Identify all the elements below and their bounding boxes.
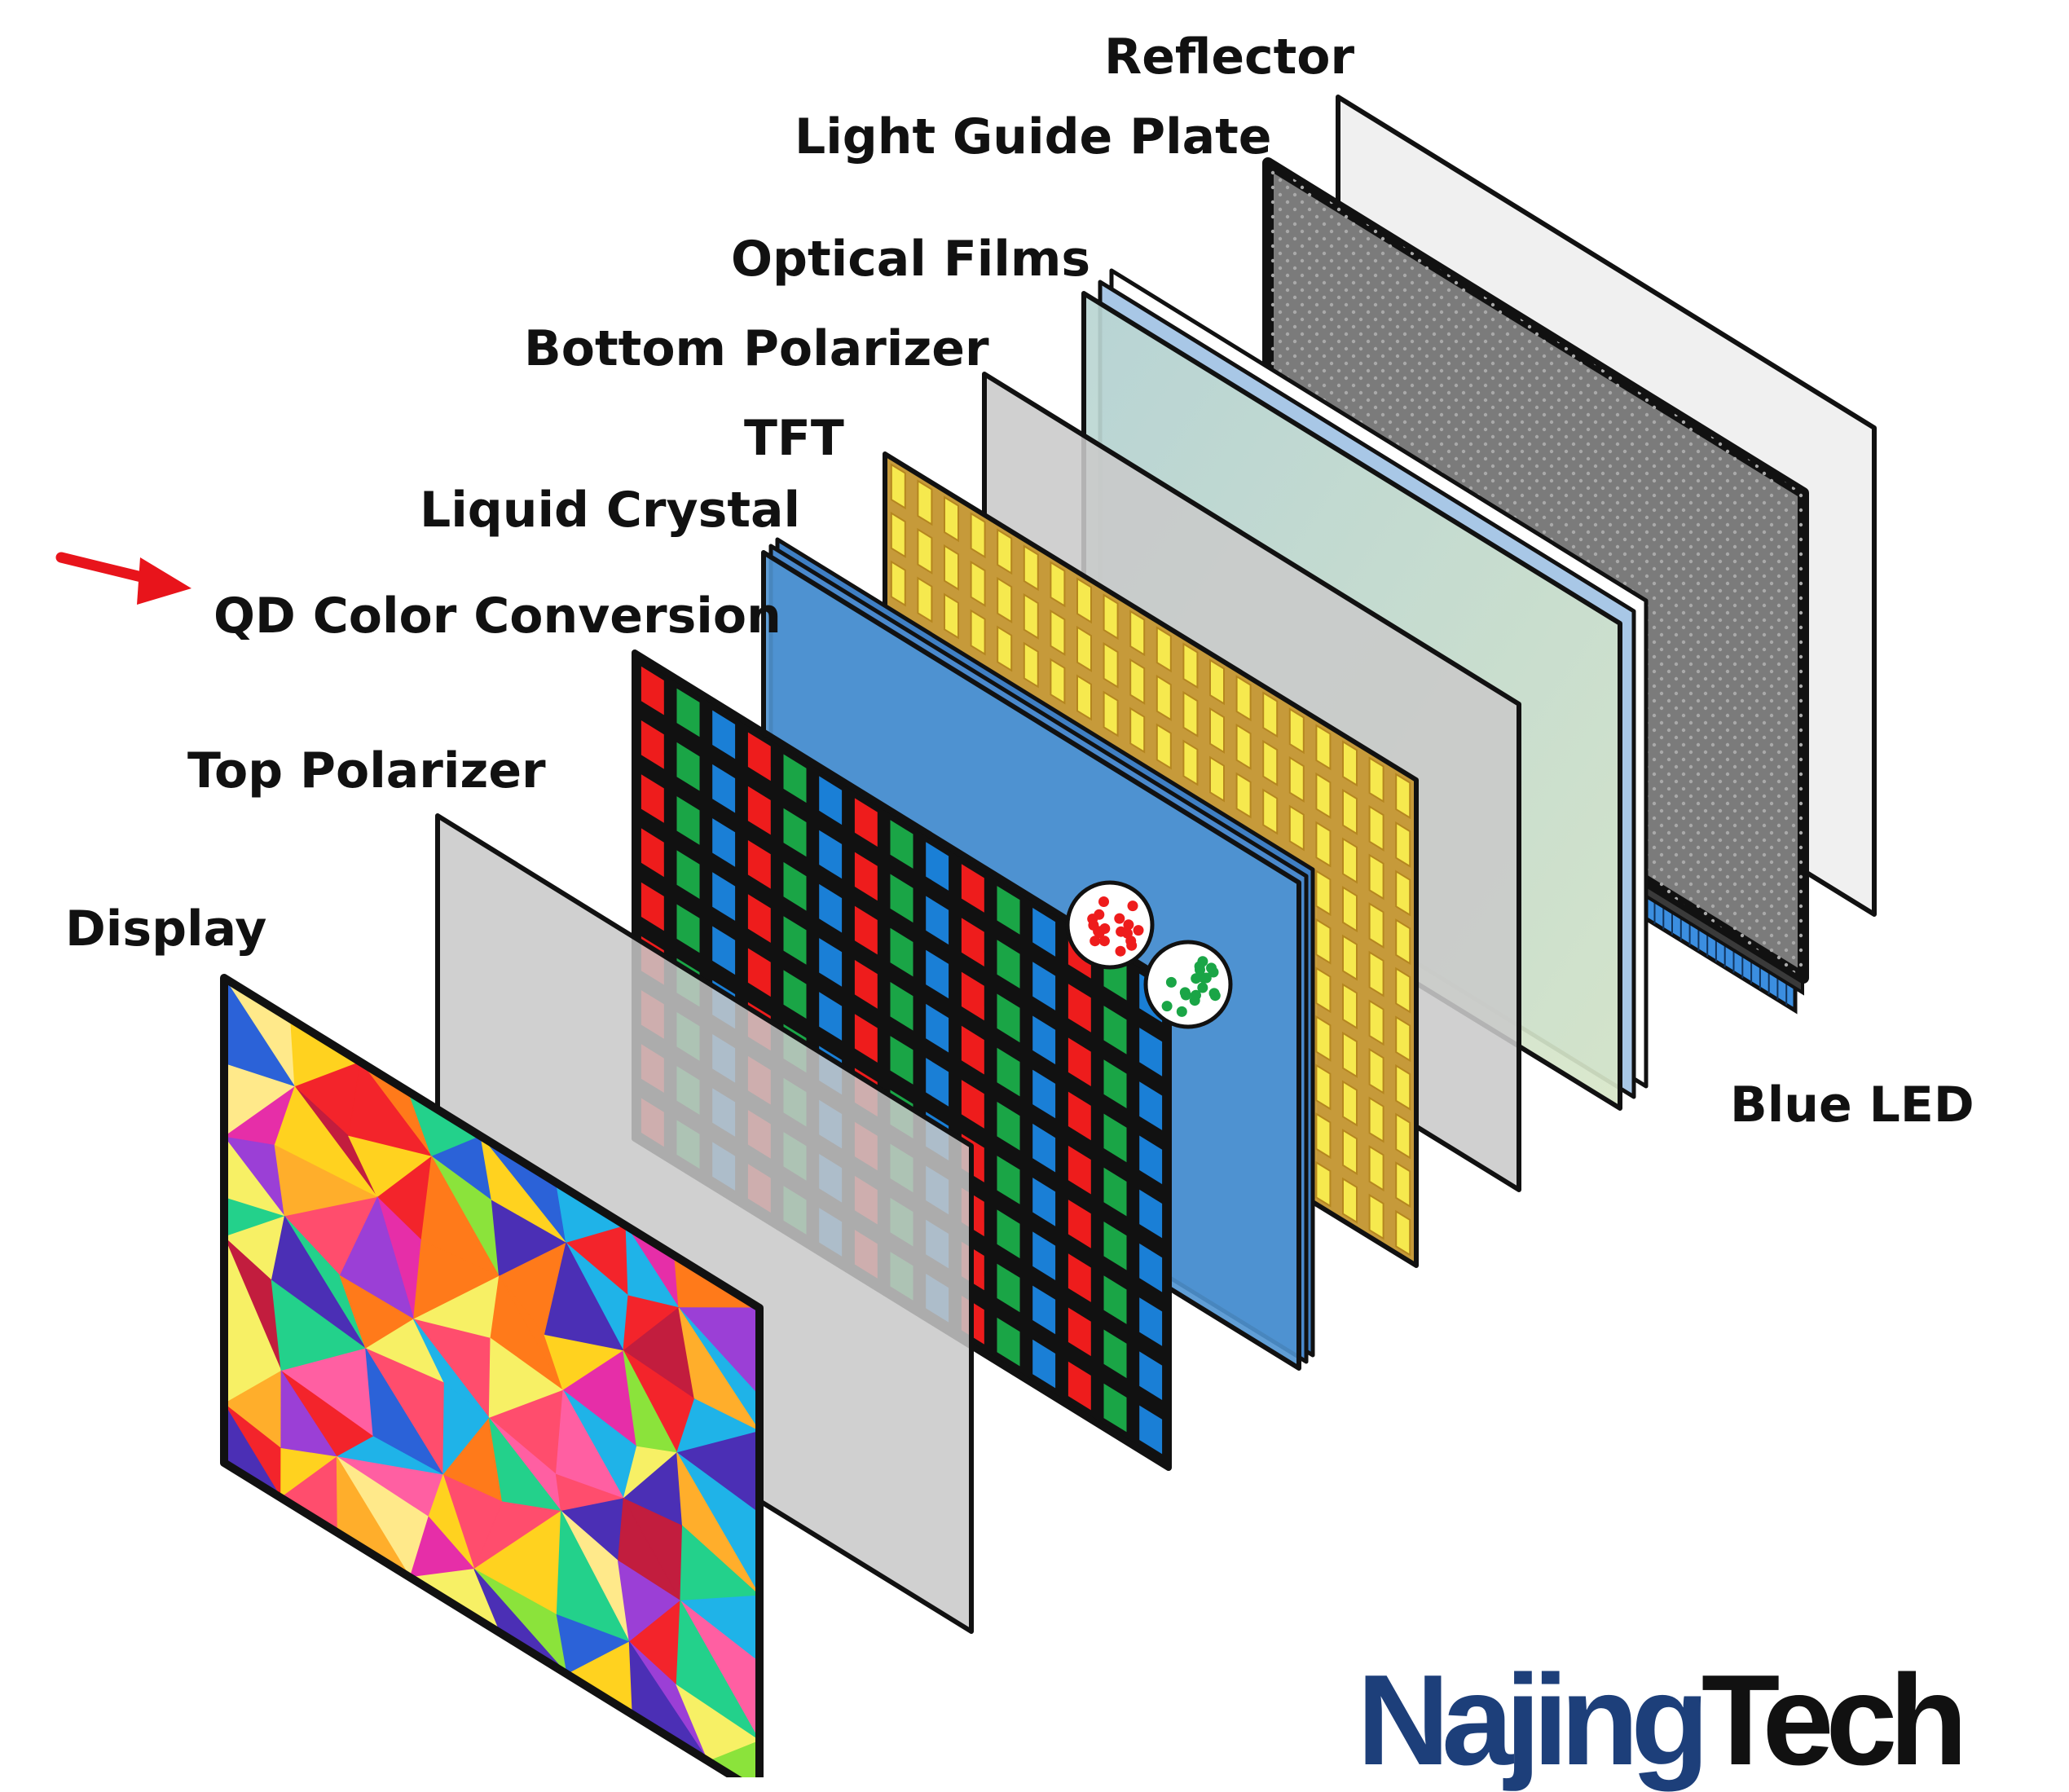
display-layer: [220, 974, 764, 1792]
label-liquid-crystal: Liquid Crystal: [420, 482, 801, 539]
label-bottom-polarizer: Bottom Polarizer: [524, 320, 989, 377]
logo-part-tech: Tech: [1701, 1649, 1968, 1792]
arrow-right-icon: [55, 552, 191, 605]
label-qd-color-conversion: QD Color Conversion: [214, 588, 781, 645]
label-top-polarizer: Top Polarizer: [187, 742, 546, 799]
quantum-dot-green-icon: [1143, 940, 1233, 1029]
label-light-guide-plate: Light Guide Plate: [795, 108, 1272, 165]
label-blue-led: Blue LED: [1730, 1077, 1974, 1134]
label-optical-films: Optical Films: [731, 231, 1091, 288]
label-display: Display: [65, 900, 267, 958]
logo-part-najing: Najing: [1357, 1649, 1710, 1792]
quantum-dot-red-icon: [1065, 880, 1155, 970]
najingtech-logo: NajingTech: [1357, 1656, 1968, 1785]
label-tft: TFT: [744, 410, 844, 467]
label-reflector: Reflector: [1104, 29, 1355, 86]
